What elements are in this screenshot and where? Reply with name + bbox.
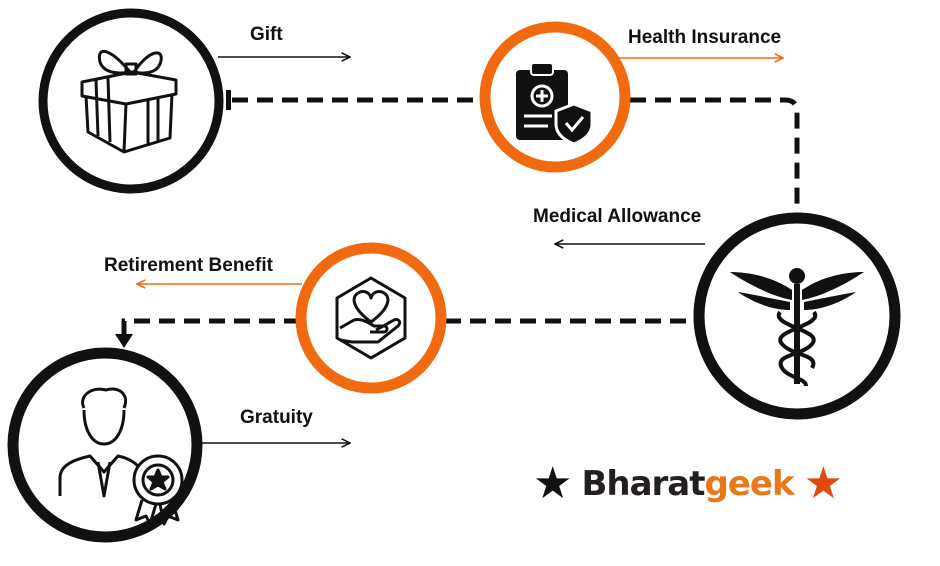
caduceus-icon bbox=[730, 268, 864, 387]
gratuity-label: Gratuity bbox=[240, 407, 313, 428]
gratuity-node bbox=[7, 347, 203, 543]
gift-node bbox=[38, 8, 224, 194]
star-icon: ★ bbox=[803, 458, 843, 509]
connector-cap bbox=[226, 90, 231, 110]
employee-award-icon bbox=[58, 387, 184, 526]
health-insurance-node bbox=[479, 21, 631, 173]
connector-medical-to-health bbox=[630, 97, 800, 218]
bharatgeek-logo: ★ Bharatgeek ★ bbox=[533, 458, 843, 509]
dashed-connectors bbox=[121, 97, 800, 336]
retirement-benefit-node bbox=[295, 242, 447, 394]
star-icon: ★ bbox=[533, 458, 572, 509]
gift-box-icon bbox=[80, 49, 178, 154]
logo-text-bharat: Bharat bbox=[581, 464, 705, 504]
clipboard-shield-icon bbox=[516, 62, 594, 146]
medical-allowance-label: Medical Allowance bbox=[533, 206, 702, 227]
connector-retirement-to-gratuity bbox=[121, 318, 300, 336]
heart-hand-icon bbox=[335, 276, 407, 360]
retirement-benefit-label: Retirement Benefit bbox=[104, 255, 273, 276]
gift-label: Gift bbox=[250, 24, 283, 45]
medical-allowance-node bbox=[693, 212, 901, 420]
logo-text-geek: geek bbox=[704, 464, 794, 504]
arrow-down-icon bbox=[115, 334, 133, 348]
health-insurance-label: Health Insurance bbox=[628, 27, 782, 48]
